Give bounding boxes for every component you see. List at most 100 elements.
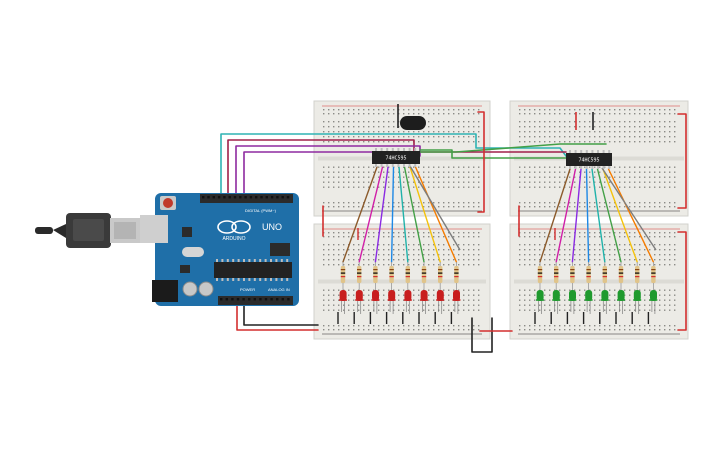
breadboard-hole[interactable]	[524, 136, 526, 138]
right-rail-wire-top[interactable]	[677, 113, 687, 209]
breadboard-hole[interactable]	[659, 141, 661, 143]
breadboard-hole[interactable]	[348, 309, 350, 311]
breadboard-hole[interactable]	[463, 264, 465, 266]
breadboard-hole[interactable]	[393, 309, 395, 311]
breadboard-hole[interactable]	[348, 304, 350, 306]
breadboard-hole[interactable]	[564, 126, 566, 128]
breadboard-hole[interactable]	[463, 121, 465, 123]
breadboard-hole[interactable]	[433, 264, 435, 266]
breadboard-hole[interactable]	[438, 244, 440, 246]
breadboard-hole[interactable]	[529, 141, 531, 143]
breadboard-hole[interactable]	[669, 325, 671, 327]
breadboard-hole[interactable]	[609, 109, 611, 111]
breadboard-hole[interactable]	[549, 126, 551, 128]
breadboard-hole[interactable]	[534, 259, 536, 261]
breadboard-hole[interactable]	[353, 289, 355, 291]
breadboard-hole[interactable]	[458, 244, 460, 246]
breadboard-hole[interactable]	[433, 121, 435, 123]
breadboard-hole[interactable]	[564, 249, 566, 251]
breadboard-hole[interactable]	[609, 121, 611, 123]
breadboard-hole[interactable]	[473, 131, 475, 133]
breadboard-hole[interactable]	[353, 136, 355, 138]
breadboard-hole[interactable]	[418, 131, 420, 133]
breadboard-hole[interactable]	[433, 181, 435, 183]
breadboard-hole[interactable]	[458, 202, 460, 204]
breadboard-hole[interactable]	[458, 309, 460, 311]
breadboard-hole[interactable]	[423, 109, 425, 111]
breadboard-hole[interactable]	[549, 136, 551, 138]
breadboard-hole[interactable]	[659, 181, 661, 183]
breadboard-hole[interactable]	[659, 309, 661, 311]
breadboard-hole[interactable]	[323, 141, 325, 143]
breadboard-hole[interactable]	[589, 309, 591, 311]
breadboard-hole[interactable]	[428, 249, 430, 251]
breadboard-hole[interactable]	[519, 236, 521, 238]
breadboard-hole[interactable]	[549, 176, 551, 178]
breadboard-hole[interactable]	[554, 131, 556, 133]
breadboard-hole[interactable]	[569, 329, 571, 331]
breadboard-hole[interactable]	[423, 206, 425, 208]
breadboard-hole[interactable]	[649, 121, 651, 123]
breadboard-hole[interactable]	[664, 249, 666, 251]
bridge-gnd-wire[interactable]	[471, 317, 493, 353]
breadboard-hole[interactable]	[644, 249, 646, 251]
breadboard-hole[interactable]	[398, 141, 400, 143]
left-bank-resistor[interactable]	[357, 262, 362, 290]
breadboard-hole[interactable]	[539, 113, 541, 115]
breadboard-hole[interactable]	[579, 249, 581, 251]
breadboard-hole[interactable]	[524, 121, 526, 123]
breadboard-hole[interactable]	[378, 325, 380, 327]
breadboard-hole[interactable]	[629, 131, 631, 133]
breadboard-hole[interactable]	[403, 236, 405, 238]
breadboard-hole[interactable]	[363, 294, 365, 296]
breadboard-hole[interactable]	[664, 109, 666, 111]
breadboard-hole[interactable]	[629, 126, 631, 128]
digital-pin[interactable]	[244, 196, 247, 199]
breadboard-hole[interactable]	[433, 259, 435, 261]
breadboard-hole[interactable]	[569, 206, 571, 208]
breadboard-hole[interactable]	[383, 121, 385, 123]
breadboard-hole[interactable]	[634, 309, 636, 311]
breadboard-hole[interactable]	[443, 113, 445, 115]
breadboard-hole[interactable]	[674, 329, 676, 331]
breadboard-hole[interactable]	[594, 329, 596, 331]
breadboard-hole[interactable]	[433, 136, 435, 138]
breadboard-hole[interactable]	[609, 329, 611, 331]
breadboard-hole[interactable]	[544, 171, 546, 173]
clock-wire-2[interactable]	[243, 151, 385, 197]
breadboard-hole[interactable]	[534, 113, 536, 115]
breadboard-hole[interactable]	[649, 176, 651, 178]
breadboard-hole[interactable]	[614, 166, 616, 168]
breadboard-hole[interactable]	[458, 181, 460, 183]
breadboard-hole[interactable]	[423, 329, 425, 331]
breadboard-hole[interactable]	[529, 186, 531, 188]
breadboard-hole[interactable]	[539, 136, 541, 138]
breadboard-hole[interactable]	[639, 141, 641, 143]
breadboard-hole[interactable]	[659, 166, 661, 168]
breadboard-hole[interactable]	[529, 325, 531, 327]
breadboard-hole[interactable]	[599, 136, 601, 138]
breadboard-hole[interactable]	[674, 121, 676, 123]
breadboard-hole[interactable]	[418, 254, 420, 256]
power-pin[interactable]	[259, 298, 262, 301]
breadboard-hole[interactable]	[644, 325, 646, 327]
breadboard-hole[interactable]	[569, 236, 571, 238]
breadboard-hole[interactable]	[408, 109, 410, 111]
right-bank-resistor[interactable]	[618, 262, 624, 290]
breadboard-hole[interactable]	[348, 176, 350, 178]
breadboard-hole[interactable]	[564, 299, 566, 301]
breadboard-hole[interactable]	[398, 181, 400, 183]
breadboard-hole[interactable]	[604, 325, 606, 327]
breadboard-hole[interactable]	[519, 264, 521, 266]
breadboard-hole[interactable]	[423, 136, 425, 138]
breadboard-hole[interactable]	[323, 171, 325, 173]
breadboard-hole[interactable]	[393, 329, 395, 331]
breadboard-hole[interactable]	[448, 304, 450, 306]
breadboard-hole[interactable]	[584, 309, 586, 311]
breadboard-hole[interactable]	[328, 136, 330, 138]
breadboard-hole[interactable]	[669, 202, 671, 204]
breadboard-hole[interactable]	[524, 113, 526, 115]
breadboard-hole[interactable]	[529, 299, 531, 301]
breadboard-hole[interactable]	[579, 121, 581, 123]
breadboard-hole[interactable]	[443, 181, 445, 183]
